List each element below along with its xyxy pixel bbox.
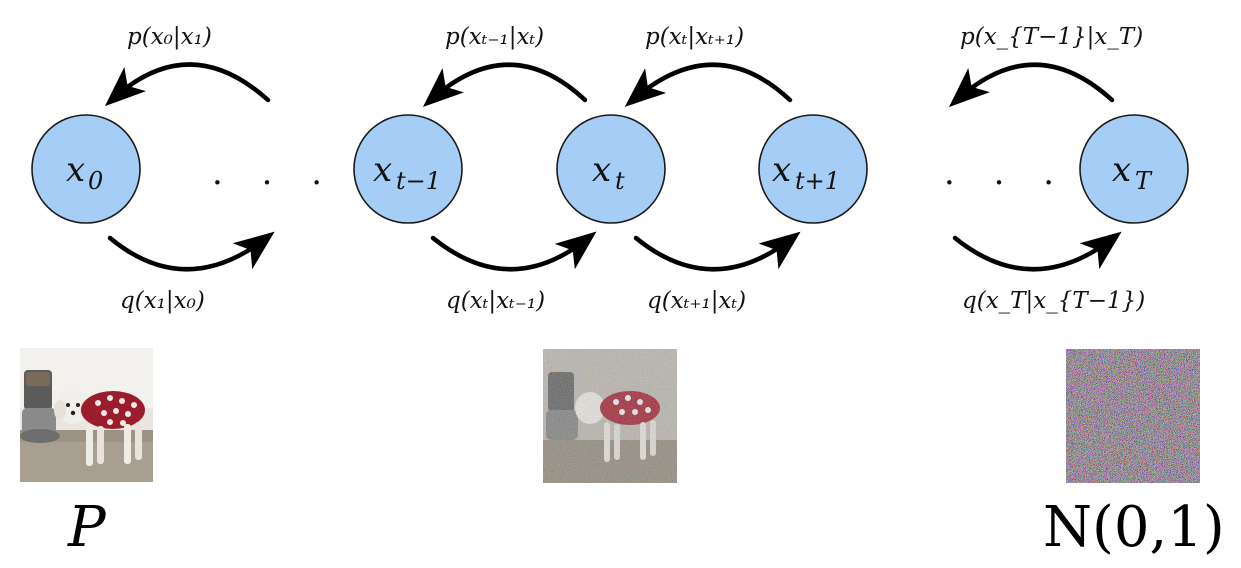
node-x0-sub: 0 — [88, 167, 103, 195]
pure-noise-image — [1066, 349, 1200, 483]
forward-arrow-xtm1-to-xt — [430, 231, 597, 272]
label-q-xtp1-given-xt: q(xₜ₊₁|xₜ) — [647, 288, 746, 314]
forward-arrow-xTm1-to-xT — [952, 231, 1122, 272]
reverse-arrow-x1-to-x0 — [104, 62, 271, 107]
node-xT-sub: T — [1135, 167, 1153, 195]
node-xtm1-sub: t−1 — [396, 167, 441, 195]
node-xt-minus-1: x t−1 — [353, 114, 463, 224]
node-xtp1-base: x — [772, 150, 791, 190]
node-xt-plus-1: x t+1 — [758, 114, 868, 224]
label-p-xt-given-xtp1: p(xₜ|xₜ₊₁) — [645, 24, 744, 50]
reverse-arrow-xt-to-xtm1 — [422, 62, 588, 108]
label-p-xtm1-given-xt: p(xₜ₋₁|xₜ) — [445, 24, 544, 50]
label-p-xTm1-given-xT: p(x_{T−1}|x_T) — [960, 24, 1143, 50]
label-q-x1-given-x0: q(x₁|x₀) — [120, 288, 205, 314]
label-q-xT-given-xTm1: q(x_T|x_{T−1}) — [962, 288, 1145, 314]
node-xtp1-sub: t+1 — [795, 167, 840, 195]
node-xT: x T — [1079, 114, 1189, 224]
label-q-xt-given-xtm1: q(xₜ|xₜ₋₁) — [446, 288, 545, 314]
data-distribution-label: P — [67, 495, 107, 560]
node-xt-base: x — [592, 150, 611, 190]
reverse-arrow-xtp1-to-xt — [624, 62, 793, 107]
ellipsis-right: · · · — [944, 163, 1068, 203]
ellipsis-left: · · · — [212, 163, 336, 203]
reverse-arrow-xT-to-xTm1 — [948, 62, 1115, 108]
node-x0: x 0 — [31, 114, 141, 224]
clean-dog-image — [20, 348, 153, 482]
node-xt: x t — [556, 114, 666, 224]
forward-arrow-xt-to-xtp1 — [633, 231, 801, 272]
node-xt-sub: t — [615, 167, 625, 195]
noisy-dog-image — [543, 349, 677, 483]
node-xtm1-base: x — [373, 150, 392, 190]
forward-arrow-x0-to-x1 — [107, 231, 275, 272]
noise-distribution-label: N(0,1) — [1043, 495, 1225, 560]
node-xT-base: x — [1112, 150, 1131, 190]
node-x0-base: x — [66, 150, 85, 190]
label-p-x0-given-x1: p(x₀|x₁) — [127, 24, 212, 50]
